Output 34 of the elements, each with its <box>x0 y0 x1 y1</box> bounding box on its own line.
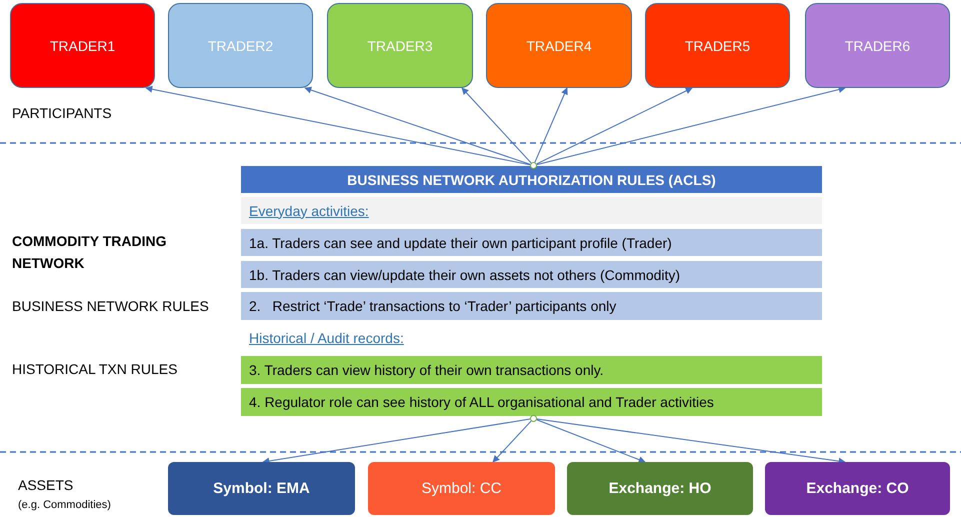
side-label: COMMODITY TRADING NETWORK <box>12 232 168 273</box>
asset-box: Symbol: EMA <box>168 462 355 515</box>
side-label: (e.g. Commodities) <box>18 498 112 513</box>
participant-box: TRADER3 <box>327 3 473 88</box>
arrow <box>492 420 532 462</box>
arrow <box>536 418 846 465</box>
arrow <box>145 86 531 166</box>
participant-box: TRADER4 <box>486 3 632 88</box>
arrow <box>462 87 532 164</box>
participant-box: TRADER1 <box>10 3 155 88</box>
rule-row: 3. Traders can view history of their own transactions only. <box>241 356 822 384</box>
section-heading: Historical / Audit records: <box>241 325 822 350</box>
rule-row: 2. Restrict ‘Trade’ transactions to ‘Trader’ participants only <box>241 292 822 320</box>
arrow <box>536 86 846 166</box>
asset-box: Exchange: HO <box>567 462 753 515</box>
side-label: HISTORICAL TXN RULES <box>12 360 178 379</box>
side-label: BUSINESS NETWORK RULES <box>12 297 210 316</box>
rule-row: 1a. Traders can see and update their own participant profile (Trader) <box>241 229 822 256</box>
side-label: PARTICIPANTS <box>12 104 113 123</box>
rule-row: Everyday activities: <box>241 197 822 224</box>
participant-box: TRADER6 <box>805 3 950 88</box>
arrow <box>536 419 646 463</box>
panel-header: BUSINESS NETWORK AUTHORIZATION RULES (ACLS) <box>241 166 822 193</box>
participant-box: TRADER2 <box>168 3 313 88</box>
arrow <box>304 86 531 165</box>
side-label: ASSETS <box>18 476 74 495</box>
asset-box: Exchange: CO <box>765 462 950 515</box>
arrow <box>534 87 568 163</box>
rule-row: 4. Regulator role can see history of ALL organisational and Trader activities <box>241 388 822 416</box>
asset-box: Symbol: CC <box>368 462 555 515</box>
arrow <box>262 418 531 464</box>
participant-box: TRADER5 <box>645 3 790 88</box>
arrow <box>536 88 693 164</box>
rule-row: 1b. Traders can view/update their own assets not others (Commodity) <box>241 261 822 288</box>
